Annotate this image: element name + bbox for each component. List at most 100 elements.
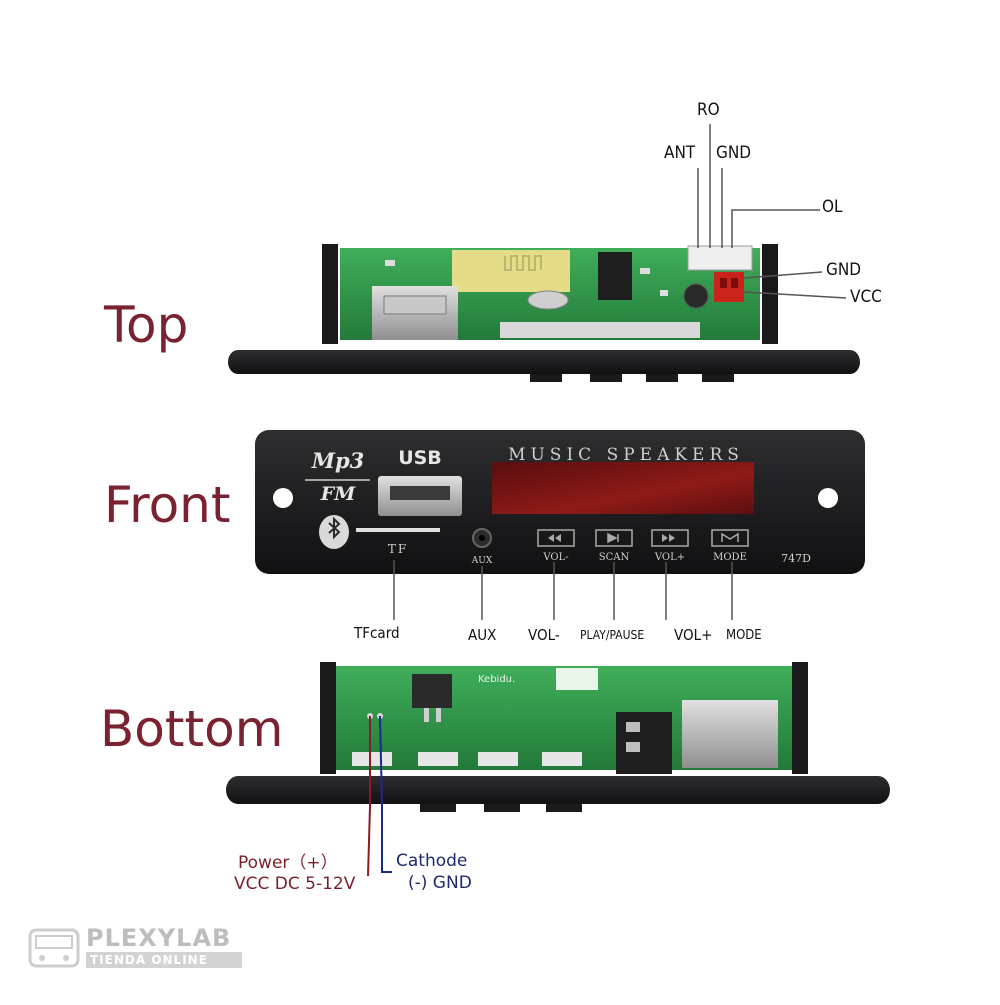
- next-button[interactable]: [651, 529, 689, 547]
- crystal-oscillator: [527, 290, 569, 310]
- prev-button[interactable]: [537, 529, 575, 547]
- button-nub: [646, 374, 678, 382]
- smd-part: [385, 260, 395, 266]
- tact-switch: [418, 752, 458, 766]
- bluetooth-icon: [328, 516, 341, 540]
- aux-jack-block: [616, 712, 672, 774]
- tf-card-slot: [682, 700, 778, 768]
- usb-label: USB: [398, 447, 442, 469]
- smd-part: [640, 268, 650, 274]
- section-front-label: Front: [104, 476, 231, 534]
- button-nub: [530, 374, 562, 382]
- panel-title: MUSIC SPEAKERS: [508, 445, 744, 465]
- vol-minus-callout: VOL-: [528, 626, 560, 644]
- button-nub: [546, 804, 582, 812]
- white-module: [556, 668, 598, 690]
- bus-icon-window: [35, 935, 73, 949]
- prev-icon: [548, 534, 561, 542]
- button-nub: [590, 374, 622, 382]
- power-connector-pin: [731, 278, 738, 288]
- tf-label: TF: [388, 542, 408, 556]
- voltage-regulator: [412, 674, 452, 708]
- usb-port-top-inner: [383, 295, 447, 315]
- bottom-left-bracket: [320, 662, 336, 774]
- pin-vcc-label: VCC: [850, 287, 882, 307]
- bottom-panel-plate: [226, 776, 890, 804]
- tact-switch: [352, 752, 392, 766]
- regulator-leg: [424, 708, 429, 722]
- section-bottom-label: Bottom: [100, 700, 284, 758]
- mount-hole-right: [818, 488, 838, 508]
- logo-fm: FM: [320, 483, 356, 505]
- model-label: 747D: [781, 552, 811, 565]
- usb-socket-tongue: [390, 486, 450, 500]
- aux-jack-pin: [626, 742, 640, 752]
- power-connector-pin: [720, 278, 727, 288]
- top-view: [228, 124, 860, 382]
- left-bracket: [322, 244, 338, 344]
- led-display: [492, 462, 754, 514]
- vol-plus-panel-label: VOL+: [654, 552, 685, 563]
- cathode-label-line2: (-) GND: [408, 873, 472, 893]
- watermark-brand: PLEXYLAB: [86, 924, 232, 952]
- button-row: [537, 529, 749, 547]
- bus-icon: [28, 928, 80, 968]
- bus-icon-light: [63, 955, 69, 961]
- top-panel-plate: [228, 350, 860, 374]
- pin-gnd2-label: GND: [826, 260, 862, 280]
- power-label-line2: VCC DC 5-12V: [234, 874, 356, 894]
- pin-header: [500, 322, 700, 338]
- tfcard-callout: TFcard: [354, 624, 400, 642]
- power-label-line1: Power（+）: [238, 853, 338, 873]
- logo-mp3: Mp3: [311, 448, 365, 473]
- mode-button[interactable]: [711, 529, 749, 547]
- capacitor: [683, 283, 709, 309]
- play-pause-icon: [607, 532, 619, 544]
- next-icon: [662, 534, 675, 542]
- board-brand: Kebidu.: [478, 674, 515, 685]
- button-nub: [420, 804, 456, 812]
- section-top-label: Top: [104, 296, 189, 354]
- aux-panel-label: AUX: [471, 556, 493, 566]
- bottom-right-bracket: [792, 662, 808, 774]
- top-callout-lines: [697, 124, 847, 299]
- aux-jack-pin: [626, 722, 640, 732]
- tact-switch: [542, 752, 582, 766]
- smd-part: [660, 290, 668, 296]
- regulator-leg: [436, 708, 441, 722]
- vol-minus-panel-label: VOL-: [542, 552, 568, 563]
- mode-callout: MODE: [726, 628, 762, 643]
- power-connector: [714, 272, 744, 302]
- button-nub: [484, 804, 520, 812]
- aux-callout: AUX: [468, 626, 497, 644]
- front-view: Mp3 FM USB MUSIC SPEAKERS TF AUX VOL- SC…: [255, 430, 865, 620]
- bottom-view: Kebidu.: [226, 662, 890, 877]
- scan-button[interactable]: [595, 529, 633, 547]
- button-nub: [702, 374, 734, 382]
- ic-chip: [598, 252, 632, 300]
- pin-ant-label: ANT: [664, 143, 696, 163]
- cathode-label-line1: Cathode: [396, 851, 468, 871]
- watermark-logo: [28, 928, 242, 968]
- vol-plus-callout: VOL+: [674, 626, 713, 644]
- scan-panel-label: SCAN: [599, 552, 630, 563]
- pin-gnd-label: GND: [716, 143, 752, 163]
- tf-slot: [356, 528, 440, 532]
- tact-switch: [478, 752, 518, 766]
- watermark-tagline: TIENDA ONLINE: [90, 953, 208, 967]
- pin-ol-label: OL: [822, 197, 843, 217]
- mount-hole-left: [273, 488, 293, 508]
- mode-icon: [721, 532, 739, 542]
- cathode-wire: [379, 715, 392, 873]
- front-callout-lines: [393, 560, 733, 620]
- antenna-connector: [687, 245, 753, 271]
- play-pause-callout: PLAY/PAUSE: [580, 628, 645, 642]
- mode-panel-label: MODE: [713, 552, 747, 563]
- antenna-trace: [504, 255, 542, 271]
- power-wire: [367, 716, 371, 877]
- watermark-tag-band: [86, 952, 242, 968]
- aux-jack-hole: [479, 535, 485, 541]
- pin-ro-label: RO: [697, 100, 720, 120]
